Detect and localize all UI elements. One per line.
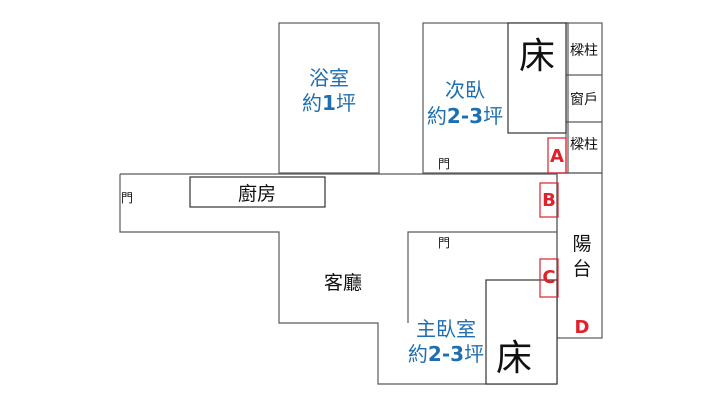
outline-lower-left — [119, 174, 557, 385]
bathroom-size-unit: 坪 — [336, 91, 356, 115]
pillar-bottom-label: 樑柱 — [570, 137, 598, 153]
balcony-label-2: 台 — [572, 258, 591, 280]
marker-a-box — [547, 137, 567, 174]
door-second-bedroom-label: 門 — [438, 157, 450, 171]
marker-a-label: A — [550, 146, 564, 167]
door-left-label: 門 — [121, 191, 133, 205]
kitchen-counter — [189, 176, 326, 208]
marker-c-label: C — [542, 267, 555, 288]
marker-b-label: B — [542, 190, 556, 211]
second-bedroom-size: 約2-3坪 — [427, 104, 503, 128]
window-label: 窗戶 — [570, 91, 598, 108]
marker-c-box — [539, 258, 559, 298]
marker-d-label: D — [575, 317, 590, 338]
balcony-label-1: 陽 — [572, 233, 591, 255]
bathroom-size-prefix: 約 — [302, 91, 322, 115]
master-bedroom-size-prefix: 約 — [408, 342, 428, 366]
bathroom-size-number: 1 — [322, 91, 336, 115]
bathroom-size: 約1坪 — [302, 91, 356, 115]
bed-upper-label: 床 — [519, 36, 555, 77]
master-bedroom-size-unit: 坪 — [464, 342, 484, 366]
living-room-label: 客廳 — [324, 272, 362, 294]
second-bedroom-size-number: 2-3 — [447, 104, 483, 128]
second-bedroom-size-prefix: 約 — [427, 104, 447, 128]
bathroom-walls — [278, 22, 380, 174]
marker-b-box — [539, 182, 559, 218]
bathroom-label: 浴室 — [309, 66, 349, 90]
bed-lower-label: 床 — [496, 338, 532, 379]
master-bedroom-size: 約2-3坪 — [408, 342, 484, 366]
second-bedroom-label: 次臥 — [445, 78, 485, 102]
second-bedroom-walls — [422, 22, 569, 174]
pillar-top-label: 樑柱 — [570, 43, 598, 59]
master-bedroom-label: 主臥室 — [416, 317, 476, 341]
balcony-walls — [556, 172, 603, 339]
second-bedroom-size-unit: 坪 — [483, 104, 503, 128]
master-bedroom-size-number: 2-3 — [428, 342, 464, 366]
bed-upper-frame — [507, 22, 567, 134]
door-master-bedroom-label: 門 — [438, 236, 450, 250]
kitchen-label: 廚房 — [238, 182, 276, 205]
outline-master-top — [407, 231, 557, 323]
